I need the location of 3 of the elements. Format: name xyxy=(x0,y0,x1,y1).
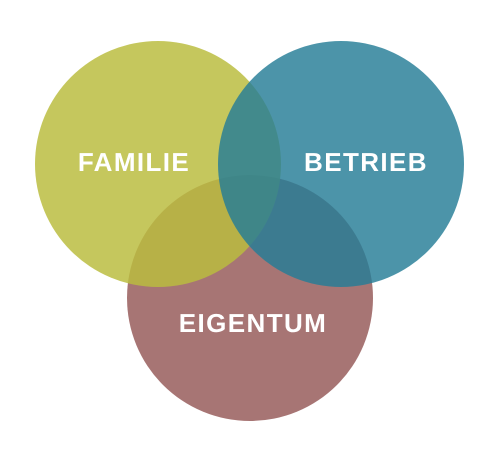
circle-label: BETRIEB xyxy=(304,149,428,175)
circle-label: EIGENTUM xyxy=(178,310,328,336)
circle-label: FAMILIE xyxy=(78,149,190,175)
